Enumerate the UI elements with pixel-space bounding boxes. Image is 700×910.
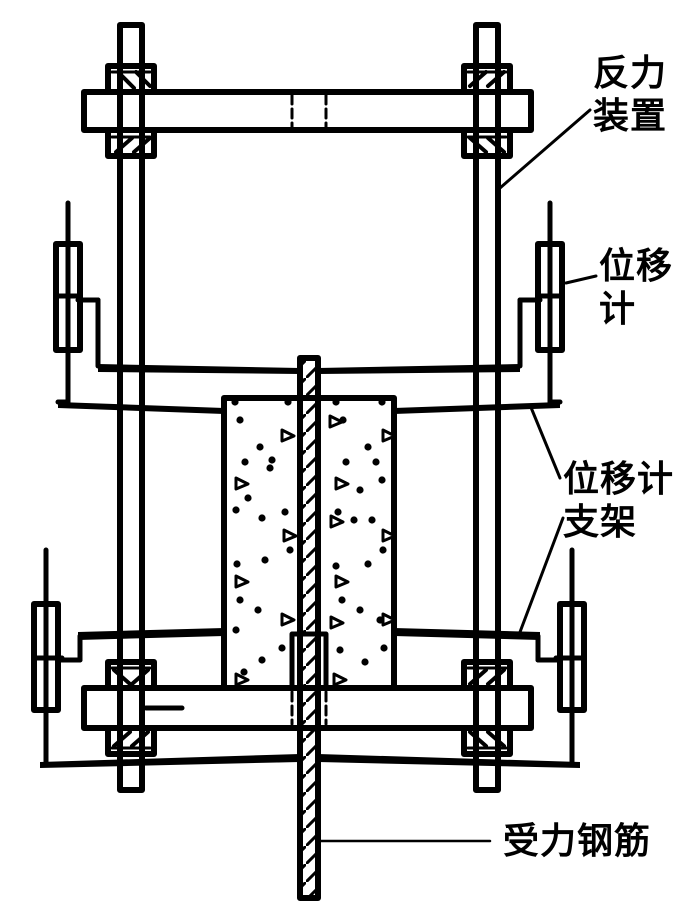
aggregate-dot bbox=[342, 458, 350, 466]
bottom-left-upper-nut bbox=[105, 659, 157, 691]
aggregate-dot bbox=[380, 644, 388, 652]
aggregate-triangle bbox=[280, 428, 296, 443]
leader-displacement-gauge bbox=[564, 274, 598, 285]
aggregate-dot bbox=[236, 416, 244, 424]
aggregate-dot bbox=[232, 626, 240, 634]
aggregate-dot bbox=[368, 516, 376, 524]
aggregate-dot bbox=[379, 546, 387, 554]
leader-bracket-lower bbox=[518, 516, 565, 634]
aggregate-dot bbox=[231, 398, 239, 406]
top-right-upper-nut bbox=[461, 63, 513, 95]
aggregate-triangle bbox=[280, 612, 296, 627]
aggregate-dot bbox=[372, 458, 380, 466]
aggregate-triangle bbox=[234, 476, 250, 491]
aggregate-dot bbox=[332, 398, 340, 406]
displacement-gauge-lower-left bbox=[31, 547, 65, 768]
aggregate-dot bbox=[232, 506, 240, 514]
aggregate-dot bbox=[266, 464, 274, 472]
aggregate-dot bbox=[233, 560, 241, 568]
aggregate-dot bbox=[240, 668, 248, 676]
aggregate-dot bbox=[361, 658, 369, 666]
concrete-aggregate-texture bbox=[231, 398, 397, 687]
aggregate-dot bbox=[254, 606, 262, 614]
displacement-gauge-upper-left bbox=[53, 200, 83, 405]
lower-gauge-bracket bbox=[40, 628, 580, 768]
aggregate-dot bbox=[338, 596, 346, 604]
aggregate-dot bbox=[281, 508, 289, 516]
leader-bracket-upper bbox=[528, 403, 562, 480]
aggregate-dot bbox=[356, 606, 364, 614]
aggregate-triangle bbox=[381, 428, 397, 443]
loaded-rebar bbox=[297, 355, 321, 901]
bottom-right-upper-nut bbox=[461, 659, 513, 691]
aggregate-dot bbox=[261, 556, 269, 564]
aggregate-dot bbox=[241, 458, 249, 466]
top-right-lower-nut bbox=[461, 127, 513, 159]
aggregate-dot bbox=[244, 494, 252, 502]
aggregate-dot bbox=[350, 516, 358, 524]
aggregate-dot bbox=[256, 443, 264, 451]
aggregate-triangle bbox=[332, 672, 348, 687]
aggregate-dot bbox=[332, 562, 340, 570]
label-reaction-device: 反力 装置 bbox=[593, 52, 668, 137]
aggregate-dot bbox=[236, 596, 244, 604]
upper-gauge-bracket bbox=[58, 297, 560, 414]
aggregate-triangle bbox=[234, 672, 250, 687]
aggregate-triangle bbox=[329, 615, 345, 630]
aggregate-triangle bbox=[234, 574, 250, 589]
bottom-right-lower-nut bbox=[461, 725, 513, 757]
bottom-left-lower-nut bbox=[105, 725, 157, 757]
aggregate-dot bbox=[364, 443, 372, 451]
aggregate-dot bbox=[336, 646, 344, 654]
aggregate-triangle bbox=[334, 476, 350, 491]
leader-reaction-device bbox=[498, 108, 592, 190]
aggregate-dot bbox=[364, 560, 372, 568]
aggregate-dot bbox=[378, 476, 386, 484]
aggregate-triangle bbox=[328, 414, 344, 429]
aggregate-triangle bbox=[381, 612, 397, 627]
aggregate-dot bbox=[258, 514, 266, 522]
aggregate-dot bbox=[258, 656, 266, 664]
displacement-gauge-lower-right bbox=[553, 547, 587, 768]
aggregate-dot bbox=[284, 398, 292, 406]
aggregate-triangle bbox=[381, 528, 397, 543]
top-left-upper-nut bbox=[105, 63, 157, 95]
aggregate-dot bbox=[334, 508, 342, 516]
aggregate-dot bbox=[278, 644, 286, 652]
aggregate-triangle bbox=[282, 528, 298, 543]
aggregate-triangle bbox=[329, 514, 345, 529]
aggregate-dot bbox=[378, 398, 386, 406]
aggregate-triangle bbox=[334, 574, 350, 589]
aggregate-dot bbox=[268, 456, 276, 464]
top-reaction-plate bbox=[81, 89, 534, 133]
displacement-gauge-upper-right bbox=[535, 200, 565, 405]
label-displacement-gauge: 位移 计 bbox=[599, 245, 674, 330]
aggregate-dot bbox=[286, 546, 294, 554]
aggregate-dot bbox=[356, 486, 364, 494]
label-loaded-rebar: 受力钢筋 bbox=[503, 820, 652, 862]
top-left-lower-nut bbox=[105, 127, 157, 159]
label-gauge-bracket: 位移计 支架 bbox=[563, 458, 675, 543]
